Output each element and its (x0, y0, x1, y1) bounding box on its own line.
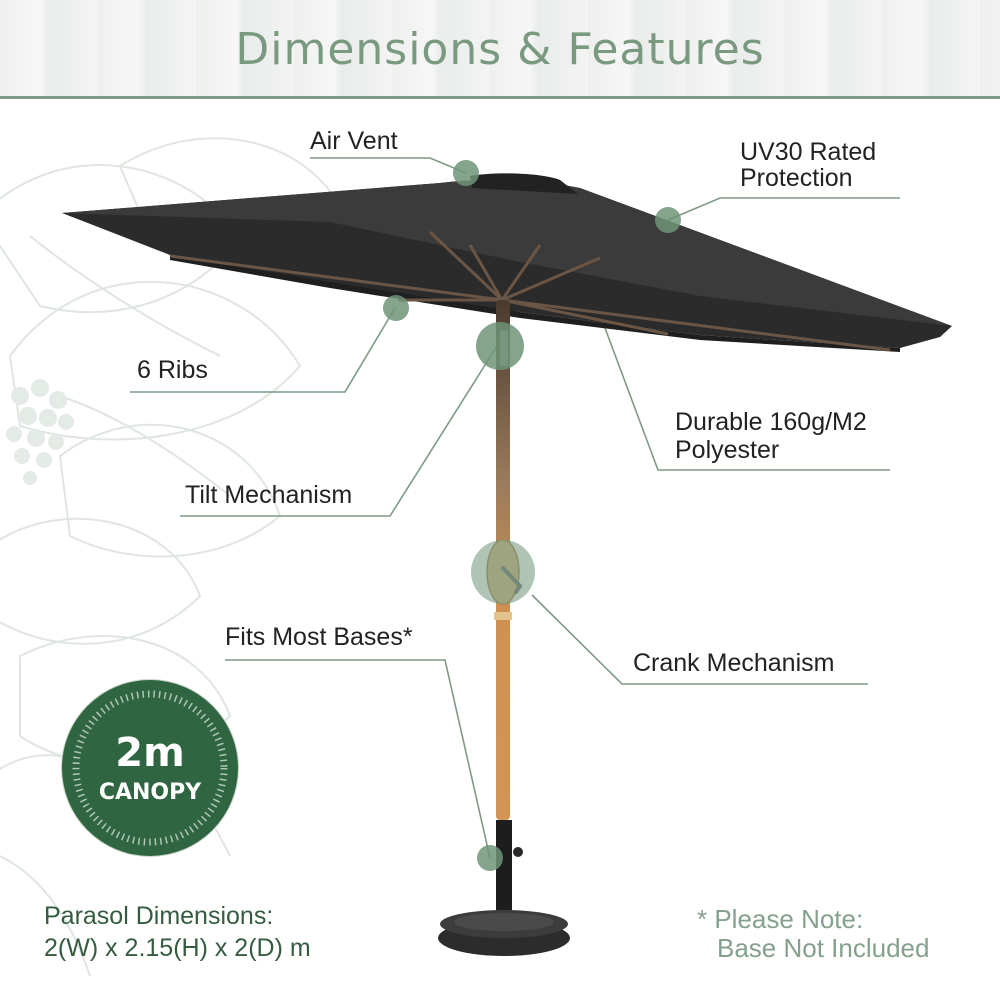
dimensions-line2: 2(W) x 2.15(H) x 2(D) m (44, 934, 311, 962)
canopy (62, 173, 952, 352)
canopy-badge: 2m CANOPY (62, 680, 238, 856)
badge-label: CANOPY (98, 780, 202, 805)
label-crank: Crank Mechanism (633, 649, 835, 677)
label-uv-line2: Protection (740, 164, 853, 192)
marker-crank (471, 540, 535, 604)
marker-uv (655, 207, 681, 233)
label-fabric-line1: Durable 160g/M2 (675, 408, 867, 436)
label-uv-line1: UV30 Rated (740, 138, 877, 166)
marker-base (477, 845, 503, 871)
marker-tilt (476, 322, 524, 370)
label-tilt: Tilt Mechanism (185, 481, 353, 509)
ribs (169, 230, 891, 352)
dimensions-line1: Parasol Dimensions: (44, 902, 274, 930)
marker-air-vent (453, 160, 479, 186)
page-title: Dimensions & Features (235, 24, 765, 75)
label-bases: Fits Most Bases* (225, 623, 413, 651)
floral-background (0, 137, 342, 977)
note-line2: Base Not Included (717, 933, 930, 963)
badge-size: 2m (115, 730, 185, 776)
label-ribs: 6 Ribs (137, 356, 208, 384)
label-air-vent: Air Vent (310, 127, 398, 155)
parasol-dimensions: Parasol Dimensions: 2(W) x 2.15(H) x 2(D… (44, 900, 311, 964)
header-banner: Dimensions & Features (0, 0, 1000, 99)
parasol-base (438, 910, 570, 956)
label-fabric-line2: Polyester (675, 436, 780, 464)
badge-ray-ring (72, 690, 228, 846)
marker-ribs (383, 295, 409, 321)
note-line1: * Please Note: (697, 904, 864, 934)
